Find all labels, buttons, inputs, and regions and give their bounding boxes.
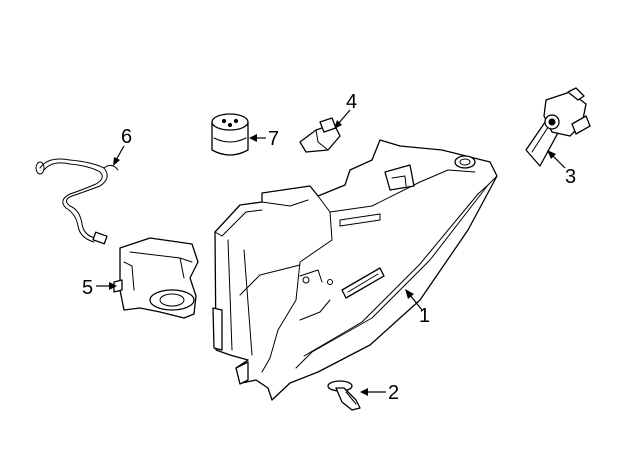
push-pin-clip-part	[327, 380, 361, 411]
bumper-stop-part	[211, 113, 249, 156]
arrowhead-2	[360, 388, 368, 396]
glove-box-part	[212, 139, 498, 401]
arrowhead-3	[547, 150, 556, 159]
bracket-clip-part	[299, 117, 341, 153]
arrowhead-1	[405, 289, 414, 299]
callout-4: 4	[346, 91, 357, 113]
callout-5: 5	[82, 277, 93, 299]
callout-2: 2	[388, 382, 399, 404]
wire-harness-part	[35, 158, 119, 245]
callout-1: 1	[419, 305, 430, 327]
damper-mount-part	[113, 237, 199, 319]
callout-leaders	[96, 109, 566, 396]
leader-6	[115, 145, 125, 161]
arrowhead-5	[109, 282, 117, 290]
leader-4	[337, 109, 351, 125]
callout-6: 6	[121, 126, 132, 148]
leader-3	[551, 154, 566, 169]
arrowhead-4	[334, 120, 342, 129]
callout-labels: 1 2 3 4 5 6 7	[82, 91, 576, 404]
latch-switch-part	[525, 87, 591, 167]
arrowhead-6	[113, 157, 120, 166]
callout-3: 3	[565, 166, 576, 188]
leader-1	[409, 294, 423, 311]
arrowhead-7	[249, 134, 257, 142]
callout-7: 7	[268, 128, 279, 150]
